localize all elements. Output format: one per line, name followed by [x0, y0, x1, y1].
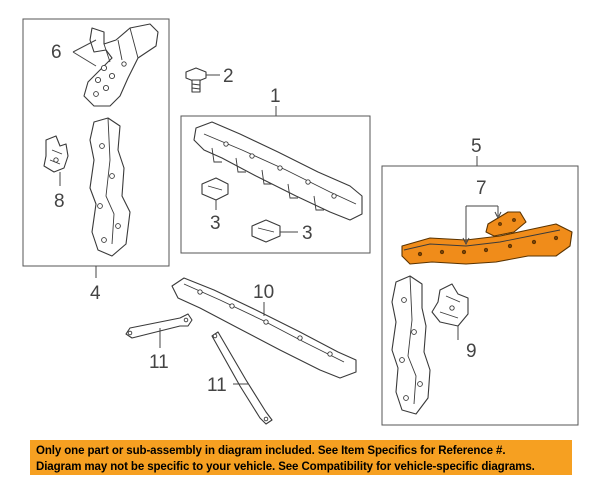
- callout-4: 4: [90, 283, 101, 304]
- callout-9: 9: [466, 341, 477, 362]
- part-6-upper-bracket: [83, 23, 159, 107]
- disclaimer-banner: Only one part or sub-assembly in diagram…: [30, 440, 572, 475]
- callout-3b: 3: [302, 223, 313, 244]
- callout-1: 1: [270, 86, 281, 107]
- callout-11a: 11: [149, 352, 169, 373]
- part-9-bracket: [431, 283, 469, 327]
- callout-8: 8: [54, 191, 65, 212]
- part-7-lock-support-highlighted: [401, 211, 573, 265]
- group-box-5: [381, 165, 579, 426]
- callout-2: 2: [223, 66, 234, 87]
- part-3-clip-upper: [201, 177, 229, 201]
- callout-10: 10: [253, 282, 274, 303]
- part-2-bolt: [185, 67, 207, 93]
- group-box-1: [180, 115, 371, 254]
- callout-5: 5: [471, 136, 482, 157]
- part-5-side-support: [391, 275, 431, 415]
- part-10-lower-tie-bar: [171, 277, 357, 379]
- callout-11b: 11: [207, 375, 227, 396]
- callout-6: 6: [51, 42, 62, 63]
- leader-7: [465, 205, 499, 242]
- leader-7-arrows: [462, 211, 502, 246]
- part-11-short-brace: [125, 313, 193, 339]
- disclaimer-line-2: Diagram may not be specific to your vehi…: [36, 461, 535, 473]
- callout-7: 7: [476, 178, 487, 199]
- callout-3a: 3: [210, 213, 221, 234]
- part-4-side-support: [89, 117, 131, 257]
- leader-6: [72, 39, 97, 67]
- part-11-long-brace: [211, 331, 273, 425]
- disclaimer-line-1: Only one part or sub-assembly in diagram…: [36, 445, 506, 457]
- part-1-upper-support: [193, 121, 363, 221]
- part-8-small-bracket: [43, 135, 69, 173]
- part-3-clip-lower: [251, 219, 281, 243]
